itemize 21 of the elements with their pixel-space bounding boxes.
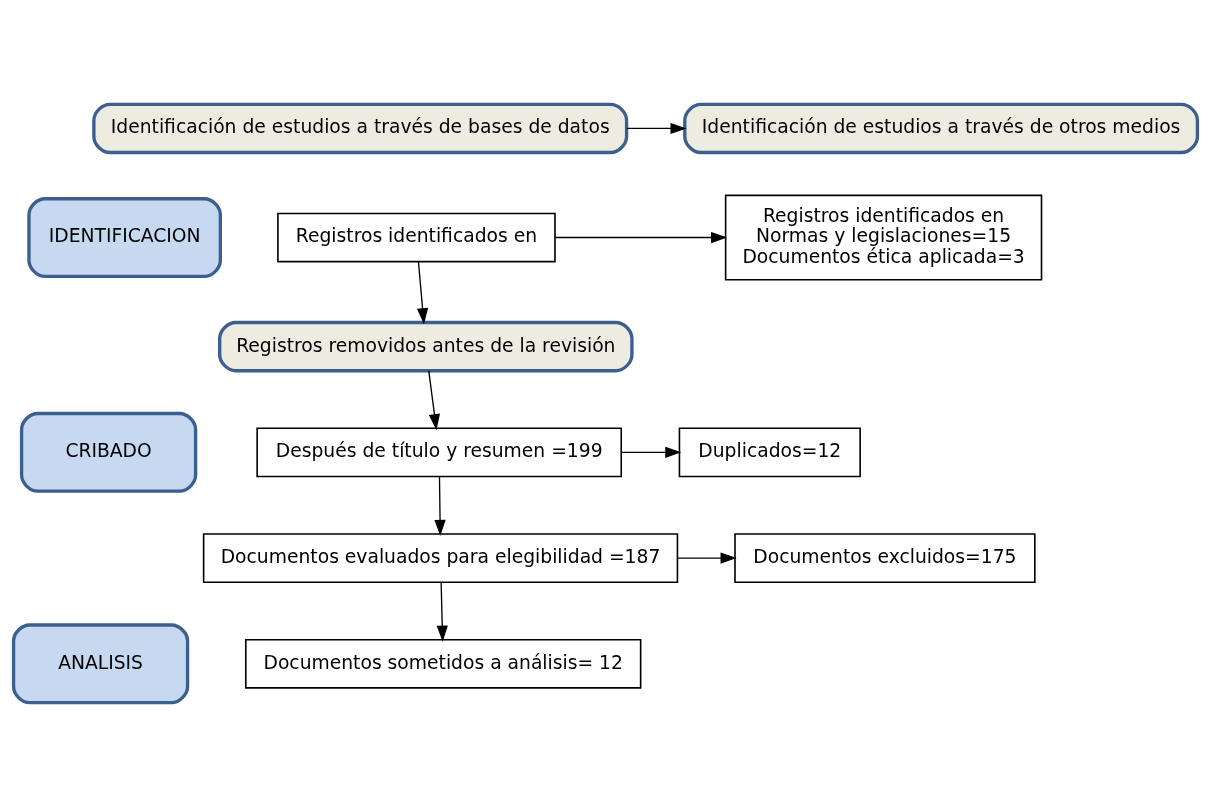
- arrow: [620, 446, 682, 458]
- node-box: Identificación de estudios a través de otros medios: [683, 102, 1200, 154]
- node-box: Registros identificados en Normas y legislaciones=15 Documentos ética aplicada=3: [724, 194, 1043, 280]
- arrow: [428, 369, 440, 430]
- node-box: IDENTIFICACION: [27, 196, 223, 278]
- arrow: [626, 122, 687, 134]
- node-box: Identificación de estudios a través de bases de datos: [92, 102, 629, 154]
- node-box: Documentos sometidos a análisis= 12: [245, 638, 642, 689]
- arrow: [554, 231, 728, 243]
- node-box: ANALISIS: [11, 622, 190, 704]
- arrow: [436, 581, 448, 642]
- arrow: [676, 551, 737, 564]
- node-box: Registros removidos antes de la revisión: [218, 320, 634, 372]
- node-box: Después de título y resumen =199: [256, 426, 623, 477]
- node-box: Documentos evaluados para elegibilidad =187: [202, 532, 679, 583]
- node-box: Documentos excluidos=175: [734, 532, 1036, 583]
- arrow: [434, 475, 446, 536]
- node-box: Duplicados=12: [678, 426, 861, 477]
- arrow: [416, 260, 429, 324]
- node-box: Registros identificados en: [277, 212, 556, 262]
- node-box: CRIBADO: [19, 411, 198, 493]
